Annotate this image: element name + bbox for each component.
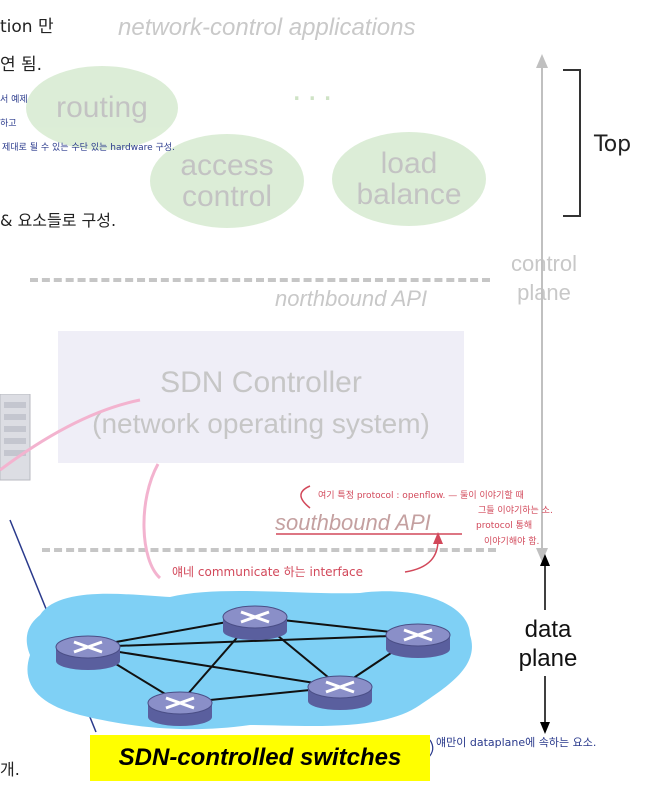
data-plane-line1: data	[524, 616, 572, 643]
load-balance-line1: load	[380, 146, 438, 180]
data-plane-line2: plane	[518, 644, 578, 672]
note-top-left-1: tion 만	[0, 17, 54, 37]
pink-curve-mid	[142, 463, 162, 580]
southbound-dashed-line	[42, 548, 496, 552]
routing-app: routing	[26, 66, 178, 150]
note-blue-small-1: 서 예제	[0, 95, 28, 105]
note-southbound-4: 이야기해야 함.	[484, 537, 540, 547]
more-apps-ellipsis: ...	[292, 70, 339, 108]
note-top-bracket: Top	[594, 132, 632, 157]
routing-label: routing	[56, 91, 148, 125]
switches-label: SDN-controlled switches	[90, 735, 430, 781]
top-bracket	[563, 69, 581, 217]
control-plane-line2: plane	[517, 279, 571, 305]
control-plane-label: control plane	[502, 250, 586, 307]
note-southbound-3: protocol 통해	[476, 521, 533, 531]
access-control-line1: access	[180, 148, 274, 182]
switch-icon	[385, 623, 451, 658]
switch-icon	[147, 691, 213, 726]
controller-subtitle: (network operating system)	[92, 408, 430, 439]
note-interface: 얘네 communicate 하는 interface	[172, 565, 364, 579]
switches-label-text: SDN-controlled switches	[118, 744, 402, 771]
data-plane-label: data plane	[508, 616, 588, 674]
pink-curve-left	[0, 398, 141, 472]
note-southbound-2: 그들 이야기하는 소.	[478, 506, 553, 516]
access-control-line2: control	[181, 180, 273, 213]
load-balance-app: load balance	[332, 132, 486, 226]
control-plane-line1: control	[510, 251, 578, 276]
note-left-mid: & 요소들로 구성.	[0, 211, 117, 230]
southbound-api-label: southbound API	[275, 510, 431, 535]
northbound-dashed-line	[30, 278, 490, 282]
controller-title: SDN Controller	[160, 366, 362, 399]
note-dataplane: 얘만이 dataplane에 속하는 요소.	[436, 736, 597, 749]
southbound-note-bracket	[300, 485, 311, 509]
switch-icon	[222, 605, 288, 640]
interface-arrow	[404, 539, 439, 573]
switch-icon	[307, 675, 373, 710]
northbound-api-label: northbound API	[275, 286, 428, 311]
switch-network	[26, 590, 472, 730]
access-control-app: access control	[150, 134, 304, 228]
note-blue-small-3: 제대로 될 수 있는 수단 있는 hardware 구성.	[2, 143, 175, 153]
applications-title: network-control applications	[118, 14, 416, 41]
note-bottom-left: 개.	[0, 760, 20, 779]
note-southbound-1: 여기 특정 protocol : openflow. — 둘이 이야기할 때	[318, 491, 524, 501]
switch-icon	[55, 635, 121, 670]
sdn-controller-box	[58, 331, 464, 463]
note-blue-small-2: 하고	[0, 119, 17, 129]
note-top-left-2: 연 됨.	[0, 55, 43, 75]
load-balance-line2: balance	[356, 178, 462, 211]
